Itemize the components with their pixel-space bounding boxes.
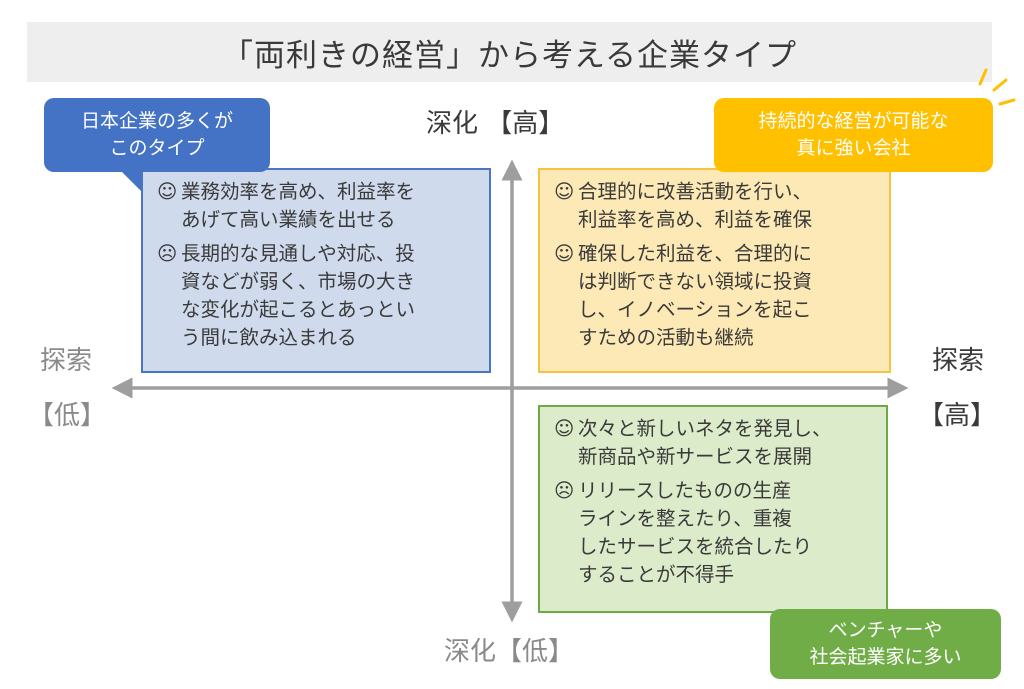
quadrant-item-text: 次々と新しいネタを発見し、 新商品や新サービスを展開 xyxy=(578,417,832,468)
page-title: 「両利きの経営」から考える企業タイプ xyxy=(27,22,992,82)
callout-yellow: 持続的な経営が可能な 真に強い会社 xyxy=(714,98,993,172)
quadrant-item: ☺ 業務効率を高め、利益率を あげて高い業績を出せる xyxy=(157,178,479,234)
quadrant-item: ☺ 合理的に改善活動を行い、 利益率を高め、利益を確保 xyxy=(554,178,879,234)
quadrant-item-text: 長期的な見通しや対応、投 資などが弱く、市場の大き な変化が起こるとあっとい う… xyxy=(181,242,416,349)
quadrant-item-text: リリースしたものの生産 ラインを整えたり、重複 したサービスを統合したり するこ… xyxy=(578,479,813,586)
quadrant-item: ☹ 長期的な見通しや対応、投 資などが弱く、市場の大き な変化が起こるとあっとい… xyxy=(157,240,479,352)
smile-icon: ☺ xyxy=(554,242,575,265)
page-title-text: 「両利きの経営」から考える企業タイプ xyxy=(221,37,798,74)
quadrant-item-text: 確保した利益を、合理的に は判断できない領域に投資 し、イノベーションを起こ す… xyxy=(578,242,813,349)
axis-label-right-line2: 【高】 xyxy=(918,401,997,431)
sparkle-icon xyxy=(978,68,1016,106)
quadrant-top-left: ☺ 業務効率を高め、利益率を あげて高い業績を出せる ☹ 長期的な見通しや対応、… xyxy=(141,168,491,373)
smile-icon: ☺ xyxy=(554,180,575,203)
callout-blue: 日本企業の多くが このタイプ xyxy=(44,98,270,172)
quadrant-top-right: ☺ 合理的に改善活動を行い、 利益率を高め、利益を確保 ☺ 確保した利益を、合理… xyxy=(538,168,891,373)
smile-icon: ☺ xyxy=(554,417,575,440)
axis-label-top: 深化 【高】 xyxy=(426,109,565,139)
quadrant-item: ☹ リリースしたものの生産 ラインを整えたり、重複 したサービスを統合したり す… xyxy=(554,477,876,589)
callout-green: ベンチャーや 社会起業家に多い xyxy=(770,609,1001,679)
quadrant-bottom-right: ☺ 次々と新しいネタを発見し、 新商品や新サービスを展開 ☹ リリースしたものの… xyxy=(538,405,888,613)
quadrant-item-text: 合理的に改善活動を行い、 利益率を高め、利益を確保 xyxy=(578,180,813,231)
frown-icon: ☹ xyxy=(157,242,178,265)
axis-label-left-line2: 【低】 xyxy=(28,401,107,431)
axis-label-left-line1: 探索 xyxy=(40,346,93,376)
quadrant-item: ☺ 確保した利益を、合理的に は判断できない領域に投資 し、イノベーションを起こ… xyxy=(554,240,879,352)
frown-icon: ☹ xyxy=(554,479,575,502)
smile-icon: ☺ xyxy=(157,180,178,203)
axis-label-bottom: 深化【低】 xyxy=(444,637,575,667)
quadrant-item: ☺ 次々と新しいネタを発見し、 新商品や新サービスを展開 xyxy=(554,415,876,471)
axis-label-right-line1: 探索 xyxy=(932,346,985,376)
quadrant-item-text: 業務効率を高め、利益率を あげて高い業績を出せる xyxy=(181,180,416,231)
